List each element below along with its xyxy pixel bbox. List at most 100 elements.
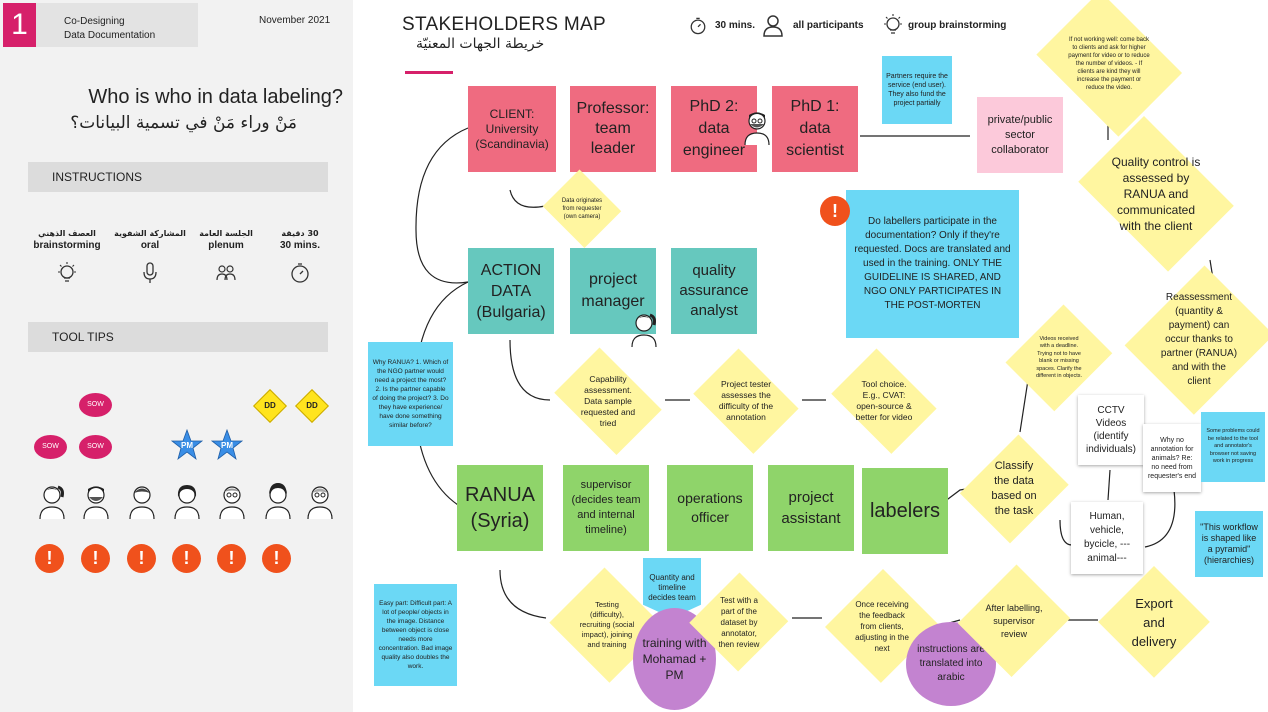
header-line-1: Co-Designing [64, 16, 125, 27]
instruction-label-arabic: 30 دقيقة [281, 229, 319, 238]
instruction-duration: 30 دقيقة 30 mins. [255, 228, 345, 286]
sticky-why-ranua[interactable]: Why RANUA? 1. Which of the NGO partner w… [368, 342, 453, 446]
diamond-text: Tool choice. E.g., CVAT: open-source & b… [855, 379, 913, 422]
timer-icon [291, 263, 309, 283]
diamond-text: Classify the data based on the task [991, 460, 1037, 517]
header-line-2: Data Documentation [64, 30, 156, 41]
map-title: STAKEHOLDERS MAP [402, 14, 606, 35]
avatar-man-beard-icon[interactable] [80, 481, 112, 521]
diamond-text: Project tester assesses the difficulty o… [718, 379, 774, 422]
sticky-operations[interactable]: operations officer [667, 465, 753, 551]
avatar-woman-icon[interactable] [171, 481, 203, 521]
diamond-text: Testing (difficulty), recruiting (social… [579, 600, 635, 649]
alert-sticker[interactable]: ! [172, 544, 201, 573]
diamond-capability[interactable]: Capability assessment. Data sample reque… [546, 356, 670, 446]
avatar-man-dark-hair-icon[interactable] [262, 481, 294, 521]
sticky-partners-note[interactable]: Partners require the service (end user).… [882, 56, 952, 124]
diamond-reassessment[interactable]: Reassessment (quantity & payment) can oc… [1130, 260, 1268, 420]
sow-sticker[interactable]: SOW [79, 435, 112, 459]
sticky-ranua[interactable]: RANUA (Syria) [457, 465, 543, 551]
diamond-not-working[interactable]: If not working well: come back to client… [1027, 0, 1191, 128]
title-underline [405, 71, 453, 74]
white-note-why-no-annotation[interactable]: Why no annotation for animals? Re: no ne… [1143, 424, 1201, 492]
diamond-text: Test with a part of the dataset by annot… [718, 595, 760, 649]
sticky-action-data[interactable]: ACTION DATA (Bulgaria) [468, 248, 554, 334]
avatar-man-icon[interactable] [126, 481, 158, 521]
instruction-label-arabic: المشاركة الشفوية [114, 229, 186, 238]
diamond-data-originates[interactable]: Data originates from requester (own came… [540, 172, 624, 246]
sticky-labellers-note[interactable]: Do labellers participate in the document… [846, 190, 1019, 338]
alert-sticker[interactable]: ! [262, 544, 291, 573]
group-icon [216, 265, 236, 281]
sow-sticker[interactable]: SOW [34, 435, 67, 459]
avatar-man-glasses-icon[interactable] [216, 481, 248, 521]
lightbulb-icon [58, 262, 76, 282]
diamond-text: Capability assessment. Data sample reque… [580, 373, 636, 428]
meta-participants: all participants [793, 20, 864, 31]
instruction-plenum: الجلسة العامة plenum [181, 228, 271, 286]
avatar-woman-ponytail-icon [631, 313, 657, 348]
avatar-man-beard-icon [744, 112, 770, 146]
step-number-badge: 1 [3, 3, 36, 47]
sticky-pyramid[interactable]: "This workflow is shaped like a pyramid"… [1195, 511, 1263, 577]
sticky-qa-analyst[interactable]: quality assurance analyst [671, 248, 757, 334]
diamond-text: Export and delivery [1131, 595, 1177, 649]
white-note-human-vehicle[interactable]: Human, vehicle, bycicle, --- animal--- [1071, 502, 1143, 574]
map-title-arabic: خريطة الجهات المعنيّة [416, 36, 545, 52]
alert-sticker[interactable]: ! [35, 544, 64, 573]
pm-label: PM [221, 441, 233, 450]
alert-sticker[interactable]: ! [81, 544, 110, 573]
avatar-woman-ponytail-icon[interactable] [36, 481, 68, 521]
white-note-cctv[interactable]: CCTV Videos (identify individuals) [1078, 395, 1144, 465]
pm-label: PM [181, 441, 193, 450]
sticky-supervisor[interactable]: supervisor (decides team and internal ti… [563, 465, 649, 551]
pm-star-sticker[interactable]: PM [170, 428, 204, 461]
sticky-professor[interactable]: Professor: team leader [570, 86, 656, 172]
instruction-label: brainstorming [33, 240, 101, 251]
alert-sticker[interactable]: ! [820, 196, 850, 226]
diamond-export[interactable]: Export and delivery [1098, 566, 1210, 678]
diamond-classify[interactable]: Classify the data based on the task [964, 430, 1064, 548]
meta-mode: group brainstorming [908, 20, 1007, 31]
sticky-easy-part[interactable]: Easy part: Difficult part: A lot of peop… [374, 584, 457, 686]
panel-title: Who is who in data labeling? [88, 86, 343, 108]
timer-icon [690, 17, 706, 35]
tool-tips-header: TOOL TIPS [28, 322, 328, 352]
instructions-header: INSTRUCTIONS [28, 162, 328, 192]
meta-duration: 30 mins. [715, 20, 756, 31]
sticky-some-problems[interactable]: Some problems could be related to the to… [1201, 412, 1265, 482]
diamond-test-part[interactable]: Test with a part of the dataset by annot… [690, 572, 788, 672]
diamond-quality-control[interactable]: Quality control is assessed by RANUA and… [1066, 128, 1246, 260]
workshop-header: Co-Designing Data Documentation [36, 3, 198, 47]
diamond-after-labelling[interactable]: After labelling, supervisor review [960, 562, 1068, 680]
diamond-text: Quality control is assessed by RANUA and… [1111, 155, 1201, 233]
alert-sticker[interactable]: ! [217, 544, 246, 573]
microphone-icon [143, 262, 157, 283]
diamond-project-tester[interactable]: Project tester assesses the difficulty o… [686, 356, 806, 446]
diamond-text: Reassessment (quantity & payment) can oc… [1160, 292, 1238, 387]
panel-title-arabic: مَنْ وراء مَنْ في تسمية البيانات؟ [70, 113, 297, 133]
sticky-phd1[interactable]: PhD 1: data scientist [772, 86, 858, 172]
diamond-text: Once receiving the feedback from clients… [855, 599, 909, 653]
diamond-once-feedback[interactable]: Once receiving the feedback from clients… [826, 568, 938, 684]
diamond-testing[interactable]: Testing (difficulty), recruiting (social… [547, 570, 667, 680]
sticky-client[interactable]: CLIENT: University (Scandinavia) [468, 86, 556, 172]
pm-star-sticker[interactable]: PM [210, 428, 244, 461]
instruction-label-arabic: الجلسة العامة [199, 229, 253, 238]
instruction-label: oral [140, 240, 160, 251]
sticky-labelers[interactable]: labelers [862, 468, 948, 554]
sticky-project-manager[interactable]: project manager [570, 248, 656, 334]
person-icon [763, 15, 783, 37]
diamond-videos-received[interactable]: Videos received with a deadline. Trying … [1010, 300, 1108, 416]
instruction-oral: المشاركة الشفوية oral [105, 228, 195, 286]
diamond-text: Videos received with a deadline. Trying … [1035, 335, 1083, 380]
sow-sticker[interactable]: SOW [79, 393, 112, 417]
avatar-man-gray-hair-icon[interactable] [304, 481, 336, 521]
instruction-label: 30 mins. [279, 240, 321, 251]
diamond-text: If not working well: come back to client… [1068, 37, 1150, 91]
diamond-tool-choice[interactable]: Tool choice. E.g., CVAT: open-source & b… [824, 356, 944, 446]
sticky-phd2[interactable]: PhD 2: data engineer [671, 86, 757, 172]
alert-sticker[interactable]: ! [127, 544, 156, 573]
sticky-project-assistant[interactable]: project assistant [768, 465, 854, 551]
instruction-label: plenum [208, 240, 244, 251]
